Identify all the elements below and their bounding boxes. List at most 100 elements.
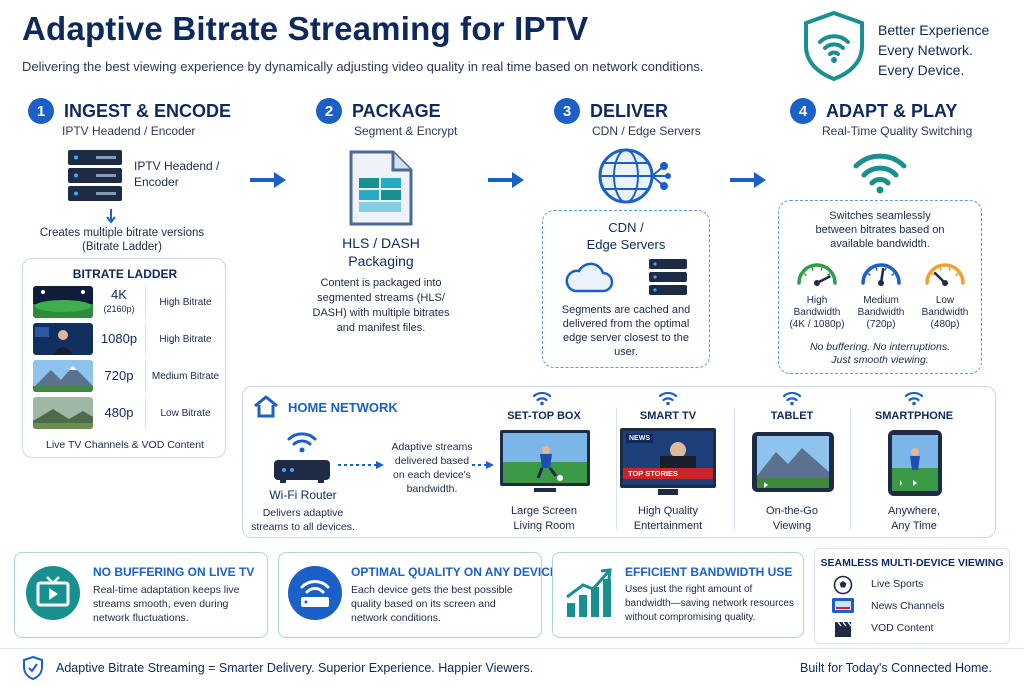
router-wifi-icon (288, 566, 342, 620)
multi-device-title: SEAMLESS MULTI-DEVICE VIEWING (820, 557, 1004, 569)
benefit-card-no-buffering: NO BUFFERING ON LIVE TV Real-time adapta… (14, 552, 268, 638)
package-description: Content is packaged into segmented strea… (312, 277, 450, 334)
flow-arrow-icon (730, 172, 766, 188)
adapt-description: Switches seamlessly between bitrates bas… (815, 210, 945, 250)
ladder-footer: Live TV Channels & VOD Content (46, 439, 204, 451)
step-2-header: 2 PACKAGE (316, 98, 441, 124)
document-package-icon (349, 150, 413, 226)
step-4-number: 4 (790, 98, 816, 124)
device-smart-tv-sub: High Quality Entertainment (633, 505, 703, 532)
shield-check-icon (23, 655, 43, 681)
gauge-arc (797, 263, 837, 285)
device-tablet-title: TABLET (770, 410, 814, 422)
gauge-arc (861, 263, 901, 285)
tv-play-icon (26, 566, 80, 620)
gauge-tick (884, 267, 887, 271)
cloud-icon (565, 262, 613, 293)
gauge-hub (942, 280, 948, 286)
wifi-icon (853, 153, 907, 194)
edge-server-icon (649, 259, 687, 295)
gauge-tick (875, 267, 878, 271)
step-4-header: 4 ADAPT & PLAY (790, 98, 957, 124)
server-label: IPTV Headend / Encoder (134, 159, 220, 189)
gauge-tick (948, 267, 951, 271)
cdn-box: CDN / Edge Servers Segments are cached a… (542, 210, 710, 368)
device-smart-tv-title: SMART TV (639, 410, 697, 422)
ladder-row: 1080p High Bitrate (33, 322, 225, 356)
ingest-description: Creates multiple bitrate versions (Bitra… (39, 227, 205, 253)
deliver-description: Segments are cached and delivered from t… (561, 304, 691, 358)
home-icon (254, 395, 278, 418)
router-title: Wi-Fi Router (269, 488, 337, 502)
divider (734, 408, 735, 530)
ladder-row: 720p Medium Bitrate (33, 359, 225, 393)
stadium-thumbnail (33, 286, 93, 318)
news-ticker: TOP STORIES (623, 468, 713, 479)
landscape-thumbnail (33, 397, 93, 429)
wifi-signal-icon (782, 391, 802, 406)
flow-arrow-icon (250, 172, 286, 188)
wifi-signal-icon (287, 432, 317, 453)
home-network-panel (242, 386, 996, 538)
page-subtitle: Delivering the best viewing experience b… (22, 59, 704, 74)
multi-device-panel: SEAMLESS MULTI-DEVICE VIEWING Live Sport… (814, 548, 1010, 644)
globe-network-icon (598, 148, 671, 204)
multi-item-vod: VOD Content (871, 622, 934, 634)
adapt-box: Switches seamlessly between bitrates bas… (778, 200, 982, 374)
gauge-arc (925, 263, 965, 285)
soccer-ball-icon (833, 575, 853, 595)
step-1-subtitle: IPTV Headend / Encoder (62, 124, 196, 138)
device-smartphone-title: SMARTPHONE (874, 410, 954, 422)
tv-stand (658, 489, 678, 495)
wifi-signal-icon (904, 391, 924, 406)
gauge-tick (820, 267, 823, 271)
gauge-tick (931, 272, 935, 276)
page-title: Adaptive Bitrate Streaming for IPTV (22, 10, 589, 47)
speed-gauge-icon (925, 263, 965, 286)
ladder-row: 480p Low Bitrate (33, 396, 225, 430)
tablet-icon (752, 432, 834, 492)
footer-right-text: Built for Today's Connected Home. (800, 661, 992, 675)
divider (850, 408, 851, 530)
gauge-tick (955, 272, 959, 276)
flow-arrow-icon (488, 172, 524, 188)
dotted-arrow-icon (472, 461, 494, 469)
gauge-tick (867, 272, 871, 276)
step-1-number: 1 (28, 98, 54, 124)
tagline: Better Experience Every Network. Every D… (878, 22, 990, 78)
gauge-tick (827, 272, 831, 276)
step-2-title: PACKAGE (352, 100, 441, 121)
home-network-title: HOME NETWORK (288, 400, 398, 415)
step-1-header: 1 INGEST & ENCODE (28, 98, 231, 124)
ladder-row: 4K(2160p) High Bitrate (33, 285, 225, 319)
dotted-arrow-icon (338, 461, 384, 469)
mountain-thumbnail (33, 360, 93, 392)
step-2-subtitle: Segment & Encrypt (354, 124, 458, 138)
bar-chart-growth-icon (566, 568, 612, 617)
multi-item-live-sports: Live Sports (871, 578, 924, 590)
device-set-top-box-sub: Large Screen Living Room (510, 505, 578, 532)
footer-divider (0, 648, 1024, 649)
step-1-title: INGEST & ENCODE (64, 100, 232, 121)
device-tablet-sub: On-the-Go Viewing (766, 505, 818, 532)
news-tv-icon (832, 598, 854, 613)
step-3-number: 3 (554, 98, 580, 124)
smart-tv-screen: NEWS TOP STORIES (620, 428, 716, 488)
clapperboard-icon (835, 621, 852, 637)
footer-left-text: Adaptive Bitrate Streaming = Smarter Del… (56, 661, 534, 675)
shield-wifi-icon (804, 10, 864, 82)
adapt-note: No buffering. No interruptions. Just smo… (809, 341, 951, 366)
news-anchor-thumbnail (33, 323, 93, 355)
router-icon (274, 460, 330, 483)
gauge-hub (814, 280, 820, 286)
wifi-signal-icon (658, 391, 678, 406)
wifi-signal-icon (532, 391, 552, 406)
divider (616, 408, 617, 530)
multi-item-news: News Channels (871, 600, 945, 612)
step-3-header: 3 DELIVER (554, 98, 668, 124)
packaging-label: HLS / DASH Packaging (342, 235, 420, 269)
server-rack-icon (68, 150, 122, 201)
gauge-tick (803, 272, 807, 276)
